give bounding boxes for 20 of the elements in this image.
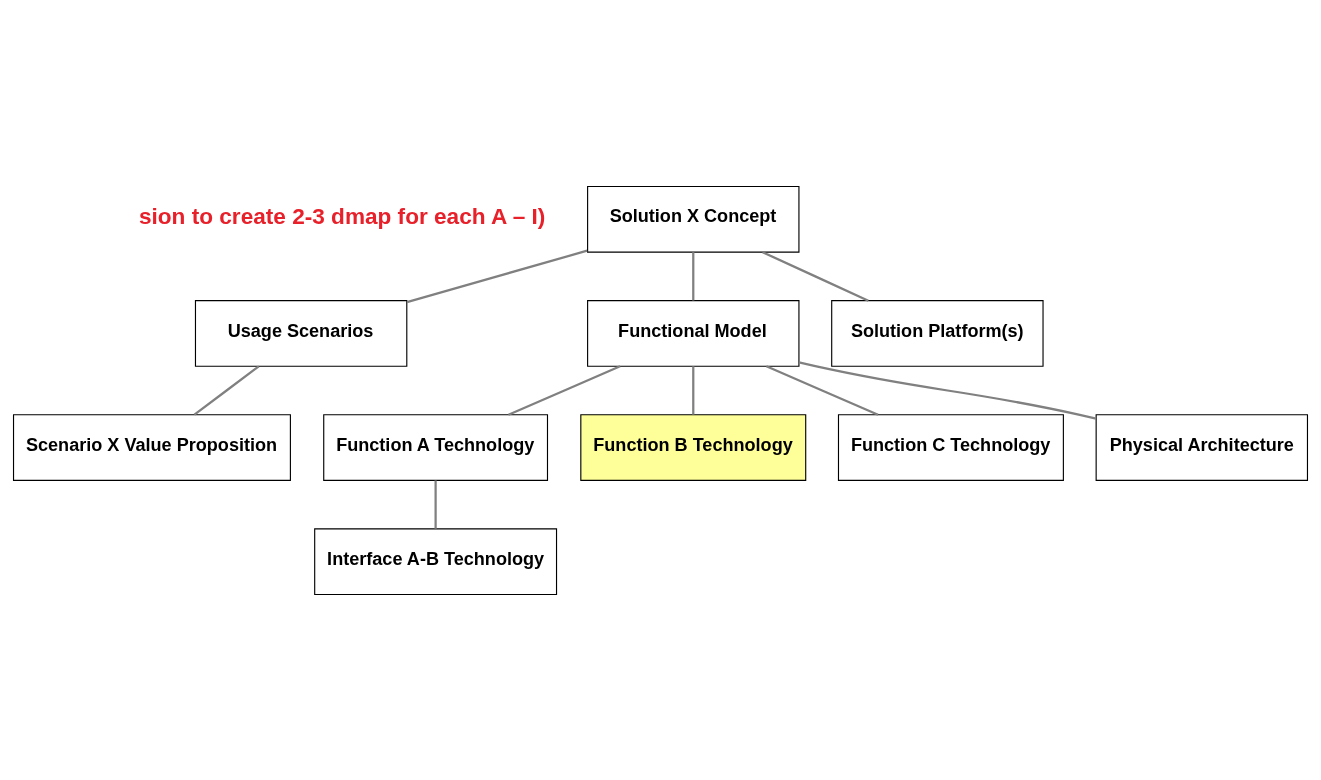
connector (762, 250, 869, 302)
node-box: Function B Technology (580, 413, 807, 481)
node-box: Function A Technology (323, 413, 549, 481)
connector (692, 365, 695, 415)
node-box: Physical Architecture (1095, 413, 1309, 481)
node-box: Interface A-B Technology (314, 527, 558, 595)
connector (798, 360, 1097, 420)
connector (765, 364, 879, 416)
node-box: Scenario X Value Proposition (12, 413, 291, 481)
label: sion to create 2-3 dmap for each A – I) (138, 203, 546, 229)
connector (692, 251, 695, 300)
connector (434, 479, 437, 529)
node-box: Functional Model (587, 299, 800, 367)
node-box: Usage Scenarios (194, 299, 408, 367)
connector (406, 249, 588, 303)
connector (508, 364, 621, 416)
node-box: Solution Platform(s) (831, 299, 1044, 367)
node-box: Solution X Concept (587, 185, 800, 253)
node-box: Function C Technology (837, 413, 1064, 481)
connector (193, 364, 260, 415)
